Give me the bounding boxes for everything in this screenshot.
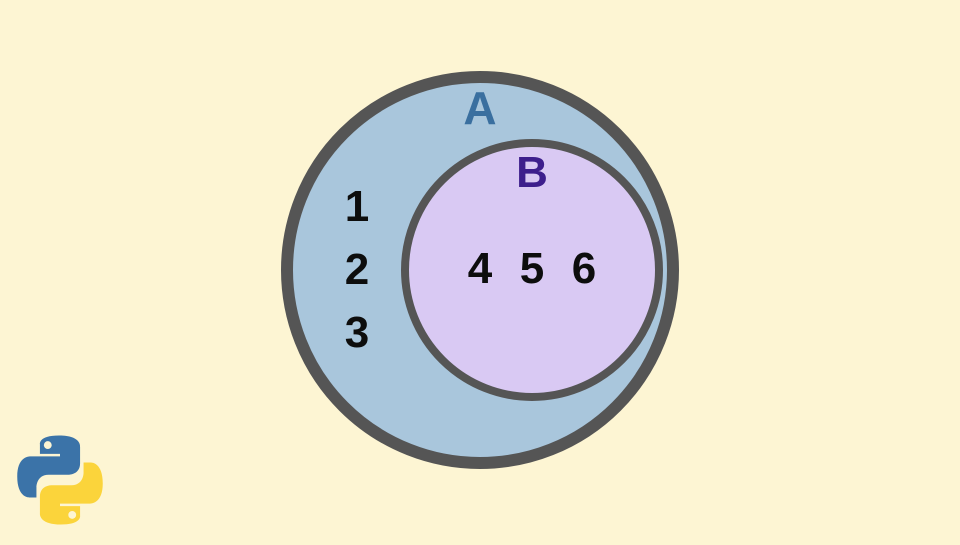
set-b-label: B (516, 148, 548, 197)
element-a-only: 2 (344, 245, 370, 294)
element-b: 4 (467, 244, 493, 293)
element-a-only: 1 (344, 182, 370, 231)
set-a-label: A (463, 82, 497, 134)
element-b: 6 (571, 244, 597, 293)
set-b-circle (401, 139, 663, 401)
element-b: 5 (519, 244, 545, 293)
python-logo-icon (17, 435, 103, 525)
element-a-only: 3 (344, 308, 370, 357)
